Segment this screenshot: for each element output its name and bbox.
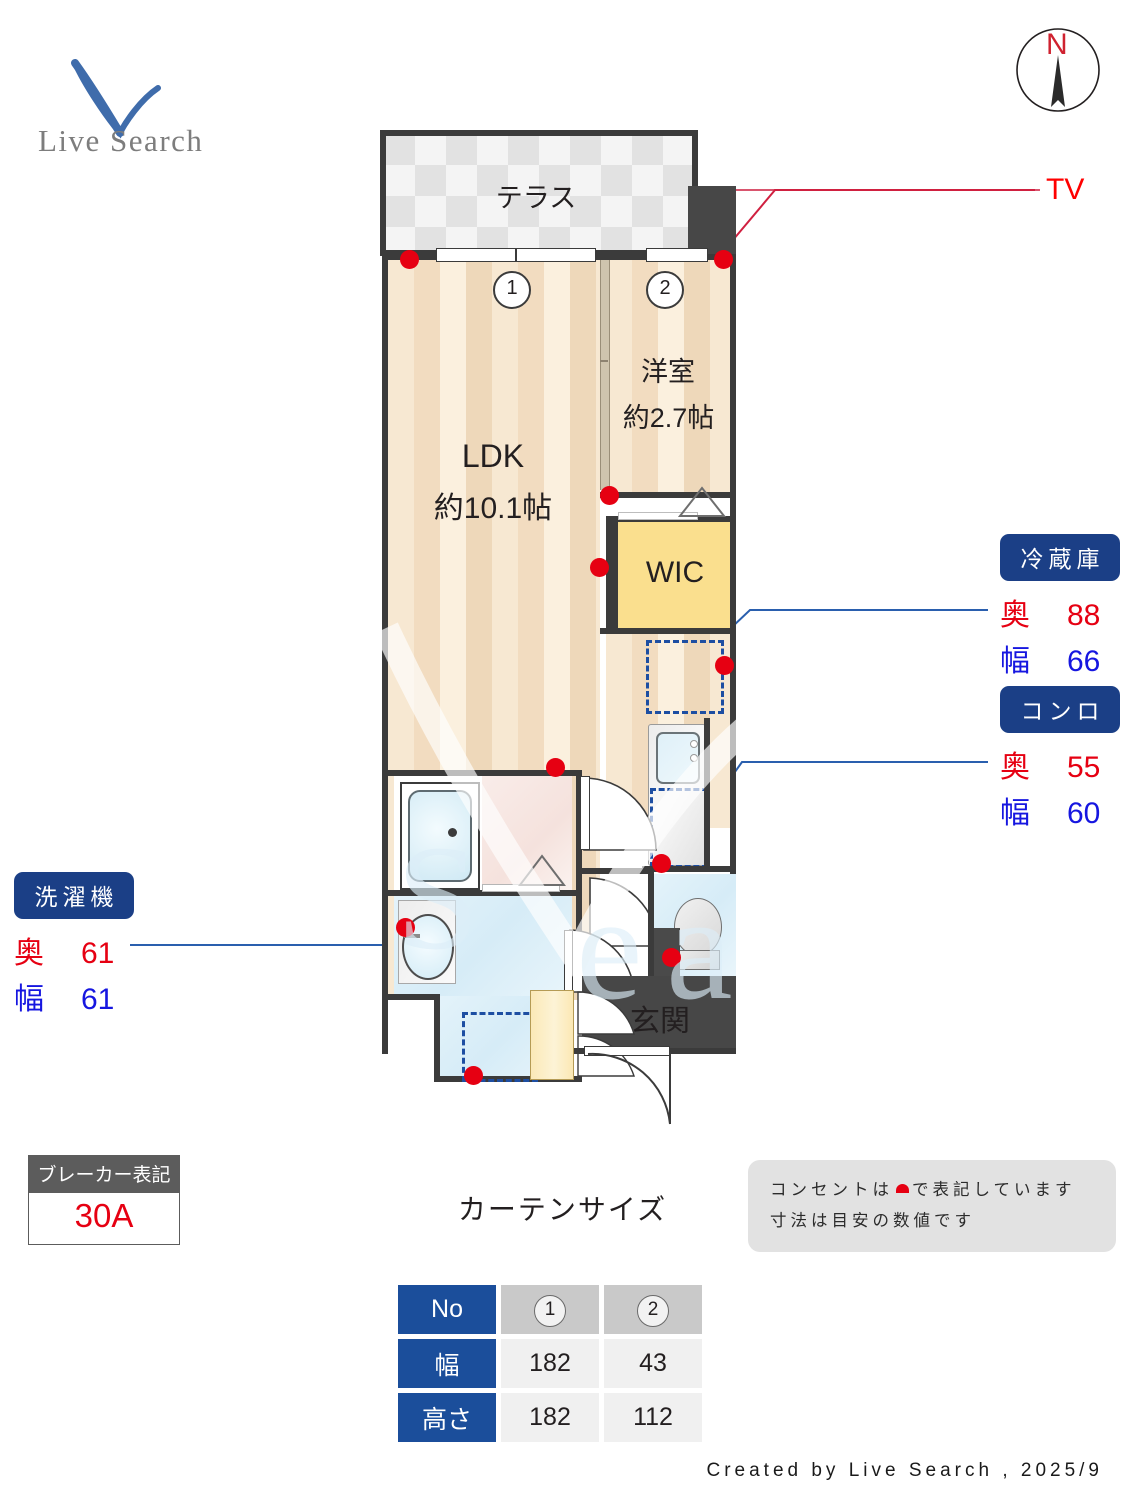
fridge-info: 冷蔵庫 奥 88 幅 66 bbox=[1000, 534, 1120, 680]
brand-logo: Live Search bbox=[30, 45, 260, 175]
fridge-width-value: 66 bbox=[1066, 645, 1101, 678]
curtain-height-2: 112 bbox=[604, 1393, 702, 1442]
curtain-col-1: 1 bbox=[501, 1285, 599, 1334]
toilet-tank bbox=[678, 950, 720, 970]
curtain-height-1: 182 bbox=[501, 1393, 599, 1442]
window-mark-1: 1 bbox=[493, 271, 531, 309]
washer-info: 洗濯機 奥 61 幅 61 bbox=[14, 872, 134, 1018]
washer-width-value: 61 bbox=[80, 983, 115, 1016]
fridge-space bbox=[646, 640, 724, 714]
stove-badge: コンロ bbox=[1000, 686, 1120, 733]
window-1a bbox=[436, 248, 516, 262]
bedroom-label: 洋室 bbox=[641, 357, 695, 387]
outlet-marker bbox=[464, 1066, 483, 1085]
floor-plan: テラス 1 2 LDK 約10.1帖 洋室 約2.7帖 WIC bbox=[374, 128, 755, 1125]
washer-width-key: 幅 bbox=[14, 983, 44, 1016]
entrance-door-threshold bbox=[584, 1046, 670, 1056]
legend-note: コンセントはで表記しています 寸法は目安の数値です bbox=[748, 1160, 1116, 1253]
bedroom-size: 約2.7帖 bbox=[622, 403, 715, 433]
ldk-size: 約10.1帖 bbox=[433, 492, 553, 525]
hall-door-3-leaf bbox=[564, 930, 573, 994]
breaker-box: ブレーカー表記 30A bbox=[28, 1155, 180, 1245]
stove-width-key: 幅 bbox=[1000, 797, 1030, 830]
outlet-marker bbox=[590, 558, 609, 577]
compass-n-label: N bbox=[1046, 28, 1068, 61]
stove-depth-value: 55 bbox=[1066, 751, 1101, 784]
bedroom-partition bbox=[600, 260, 610, 490]
check-v-logo bbox=[71, 59, 161, 139]
terrace-label: テラス bbox=[495, 183, 577, 213]
curtain-width-1: 182 bbox=[501, 1339, 599, 1388]
fridge-badge: 冷蔵庫 bbox=[1000, 534, 1120, 581]
curtain-header-width: 幅 bbox=[398, 1339, 496, 1388]
entrance-label: 玄関 bbox=[630, 1005, 690, 1038]
washer-depth-value: 61 bbox=[80, 937, 115, 970]
breaker-title: ブレーカー表記 bbox=[28, 1155, 180, 1193]
curtain-width-2: 43 bbox=[604, 1339, 702, 1388]
window-mark-2: 2 bbox=[646, 271, 684, 309]
sink-faucet-icon bbox=[690, 740, 698, 748]
curtain-col-2: 2 bbox=[604, 1285, 702, 1334]
curtain-size-title: カーテンサイズ bbox=[457, 1194, 668, 1225]
toilet-bowl bbox=[674, 898, 722, 956]
bath-door-swing-icon bbox=[518, 854, 566, 886]
stove-info: コンロ 奥 55 幅 60 bbox=[1000, 686, 1120, 832]
table-row: No 1 2 bbox=[398, 1285, 702, 1334]
partition-seam bbox=[600, 360, 608, 362]
outlet-marker bbox=[652, 854, 671, 873]
stove-width-value: 60 bbox=[1066, 797, 1101, 830]
tv-label: TV bbox=[1046, 173, 1085, 206]
outlet-marker bbox=[600, 486, 619, 505]
wic-label: WIC bbox=[645, 556, 705, 589]
stove-depth-key: 奥 bbox=[1000, 751, 1030, 784]
legend-note-line-1: コンセントはで表記しています bbox=[770, 1181, 1076, 1199]
table-row: 高さ 182 112 bbox=[398, 1393, 702, 1442]
footer-credit: Created by Live Search , 2025/9 bbox=[706, 1460, 1103, 1481]
breaker-value: 30A bbox=[28, 1193, 180, 1245]
fridge-width-key: 幅 bbox=[1000, 645, 1030, 678]
brand-name: Live Search bbox=[38, 123, 204, 158]
wic-floor bbox=[618, 522, 730, 634]
entrance-door-swing-icon bbox=[587, 1052, 671, 1125]
legend-note-line-2: 寸法は目安の数値です bbox=[770, 1211, 975, 1230]
compass-north-icon: N bbox=[1013, 20, 1103, 120]
ldk-label: LDK bbox=[461, 438, 525, 474]
outlet-dot-icon bbox=[896, 1184, 909, 1193]
outlet-marker bbox=[396, 918, 415, 937]
outlet-marker bbox=[546, 758, 565, 777]
outlet-marker bbox=[662, 948, 681, 967]
hall-door-1-leaf bbox=[580, 776, 590, 850]
terrace-area bbox=[384, 134, 694, 252]
outlet-marker bbox=[400, 250, 419, 269]
table-row: 幅 182 43 bbox=[398, 1339, 702, 1388]
bathtub-basin bbox=[408, 790, 472, 882]
window-2 bbox=[646, 248, 708, 262]
bathtub-drain-icon bbox=[448, 828, 457, 837]
curtain-header-no: No bbox=[398, 1285, 496, 1334]
fridge-depth-value: 88 bbox=[1066, 599, 1101, 632]
shoe-cabinet bbox=[530, 990, 574, 1080]
terrace-wall-block bbox=[688, 186, 736, 256]
fridge-depth-key: 奥 bbox=[1000, 599, 1030, 632]
outlet-marker bbox=[715, 656, 734, 675]
wic-door-swing-icon bbox=[678, 486, 726, 517]
outlet-marker bbox=[714, 250, 733, 269]
curtain-header-height: 高さ bbox=[398, 1393, 496, 1442]
window-1b bbox=[516, 248, 596, 262]
washer-depth-key: 奥 bbox=[14, 937, 44, 970]
hall-door-1-swing-icon bbox=[583, 777, 657, 851]
curtain-size-table: No 1 2 幅 182 43 高さ 182 112 bbox=[393, 1280, 707, 1447]
washer-badge: 洗濯機 bbox=[14, 872, 134, 919]
sink-knob-icon bbox=[690, 754, 698, 762]
